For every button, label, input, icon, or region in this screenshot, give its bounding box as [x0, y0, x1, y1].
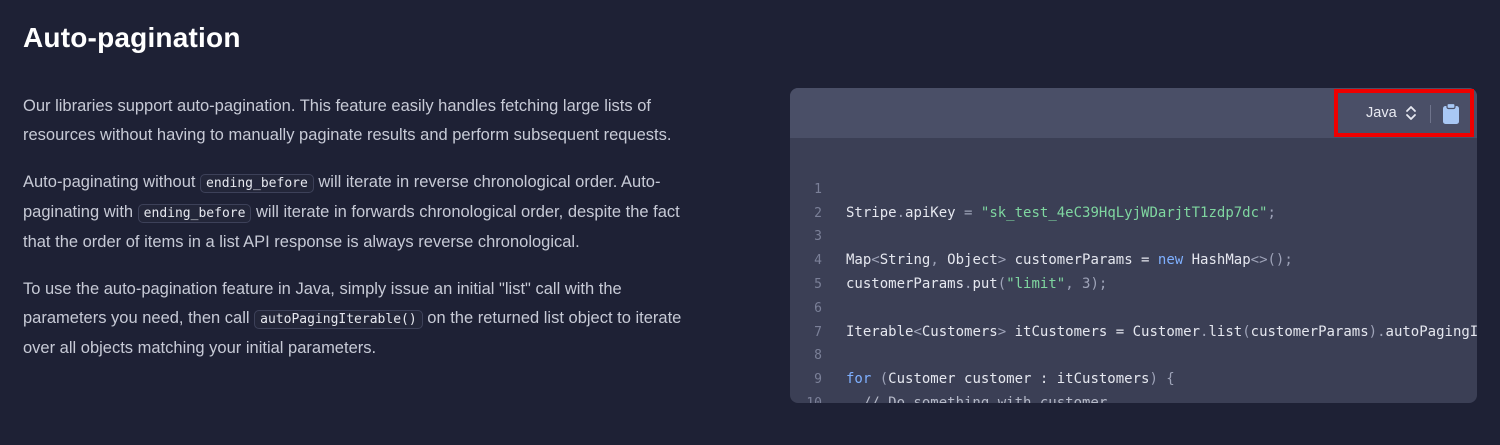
- token: ).: [1368, 323, 1386, 340]
- token: Customers: [921, 323, 998, 340]
- token: <: [913, 323, 922, 340]
- token-keyword: new: [1157, 252, 1184, 269]
- code-line-10: 10 }: [790, 368, 1477, 403]
- paragraph-intro: Our libraries support auto-pagination. T…: [23, 97, 672, 144]
- token: ,: [930, 252, 948, 269]
- code-line-3: 3 Map<String, Object> customerParams = n…: [790, 202, 1477, 268]
- token: customerParams: [1250, 323, 1369, 340]
- token: itCustomers = Customer: [1006, 323, 1201, 340]
- clipboard-icon[interactable]: [1442, 103, 1460, 125]
- code-text: customerParams.put("limit", 3);: [846, 273, 1107, 297]
- description: Our libraries support auto-pagination. T…: [23, 92, 703, 381]
- token: String: [879, 252, 931, 269]
- language-label: Java: [1366, 105, 1397, 121]
- line-number: 10: [790, 392, 822, 403]
- token: put: [972, 275, 998, 292]
- token: >: [997, 252, 1007, 269]
- text: Auto-paginating without: [23, 173, 201, 191]
- token: <: [871, 252, 880, 269]
- token: list: [1208, 323, 1243, 340]
- token: customerParams: [846, 275, 965, 292]
- code-line-4: 4 customerParams.put("limit", 3);: [790, 225, 1477, 292]
- text: will iterate in forwards chronological o…: [23, 203, 680, 251]
- token: >: [997, 323, 1007, 340]
- code-body: 1 Stripe.apiKey = "sk_test_4eC39HqLyjWDa…: [790, 154, 1477, 403]
- token: ;: [1267, 204, 1276, 221]
- token: Object: [947, 252, 998, 269]
- highlight-box: [1334, 89, 1474, 137]
- token: autoPagingIterable();: [1385, 323, 1477, 340]
- code-text: for (Customer customer : itCustomers) {: [846, 368, 1175, 392]
- line-number: 1: [814, 181, 822, 197]
- code-text: Map<String, Object> customerParams = new…: [846, 249, 1293, 273]
- token: Stripe: [846, 204, 897, 221]
- text: will iterate in reverse chronological or…: [23, 173, 661, 221]
- line-number: 3: [814, 229, 822, 245]
- code-line-9: 9 // Do something with customer: [790, 344, 1477, 403]
- token: apiKey: [905, 204, 956, 221]
- code-line-1: 1 Stripe.apiKey = "sk_test_4eC39HqLyjWDa…: [790, 154, 1477, 221]
- inline-code-ending-before: ending_before: [137, 204, 252, 223]
- token-string: "limit": [1006, 275, 1066, 292]
- code-line-8: 8 for (Customer customer : itCustomers) …: [790, 321, 1477, 387]
- language-selector[interactable]: Java: [1366, 104, 1417, 122]
- token: .: [1200, 323, 1209, 340]
- page-title: Auto-pagination: [23, 22, 241, 53]
- code-line-2: 2: [790, 178, 1477, 221]
- token-keyword: for: [846, 371, 872, 388]
- token: Customer customer : itCustomers: [888, 371, 1150, 388]
- token: Iterable: [846, 323, 914, 340]
- paragraph-ordering: Auto-paginating without ending_before wi…: [23, 168, 703, 257]
- token: (: [997, 275, 1007, 292]
- inline-code-ending-before: ending_before: [200, 174, 314, 193]
- token: =: [955, 204, 981, 221]
- code-comment: // Do something with customer: [846, 394, 1108, 403]
- code-panel: Java 1 Stripe.apiKey = "sk_test_4eC39HqL…: [790, 88, 1477, 403]
- token: ) {: [1149, 371, 1175, 388]
- token-string: "sk_test_4eC39HqLyjWDarjtT1zdp7dc": [980, 204, 1268, 221]
- line-number: 5: [814, 276, 822, 292]
- token: HashMap: [1183, 252, 1251, 269]
- code-text: Stripe.apiKey = "sk_test_4eC39HqLyjWDarj…: [846, 202, 1276, 226]
- token: , 3);: [1065, 275, 1108, 292]
- line-number: 9: [814, 372, 822, 388]
- line-number: 7: [814, 324, 822, 340]
- line-number: 2: [814, 205, 822, 221]
- line-number: 8: [814, 348, 822, 364]
- code-line-6: 6 Iterable<Customers> itCustomers = Cust…: [790, 273, 1477, 340]
- token: Map: [846, 252, 872, 269]
- inline-code-auto-paging-iterable: autoPagingIterable(): [254, 310, 423, 329]
- text: on the returned list object to iterate o…: [23, 309, 682, 357]
- chevron-up-down-icon: [1405, 106, 1416, 120]
- code-text: Iterable<Customers> itCustomers = Custom…: [846, 321, 1477, 345]
- token: .: [896, 204, 906, 221]
- code-line-7: 7: [790, 297, 1477, 340]
- line-number: 6: [814, 300, 822, 316]
- header-divider: [1430, 105, 1431, 123]
- line-number: 4: [814, 253, 822, 269]
- token: (: [1242, 323, 1251, 340]
- token: .: [964, 275, 973, 292]
- paragraph-usage: To use the auto-pagination feature in Ja…: [23, 275, 703, 363]
- code-line-5: 5: [790, 249, 1477, 292]
- token: customerParams =: [1006, 252, 1158, 269]
- text: To use the auto-pagination feature in Ja…: [23, 280, 622, 327]
- token: (: [871, 371, 889, 388]
- code-header: Java: [790, 88, 1477, 138]
- token: <>();: [1250, 252, 1293, 269]
